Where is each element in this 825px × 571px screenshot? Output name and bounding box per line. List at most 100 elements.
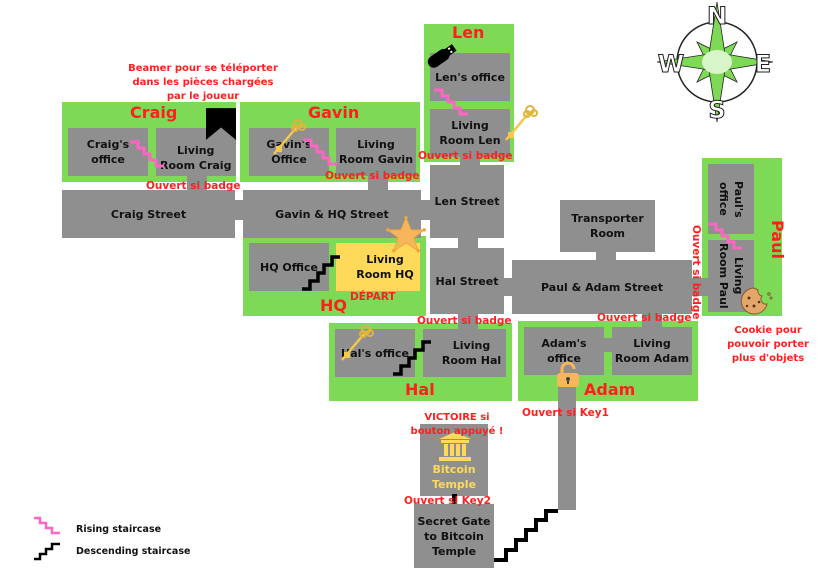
rising-staircase-icon: [130, 140, 164, 168]
cookie-note: Cookie pour pouvoir porter plus d'objets: [718, 324, 818, 366]
descending-staircase-icon: [494, 509, 558, 562]
key-icon: [505, 105, 538, 141]
cookie-line: plus d'objets: [731, 353, 805, 364]
door-label-adam: Ouvert si badge: [597, 312, 692, 324]
door-label-key1: Ouvert si Key1: [522, 407, 609, 419]
room-label: Room: [589, 227, 626, 240]
cookie-line: pouvoir porter: [727, 339, 809, 350]
descending-staircase-icon: [393, 340, 431, 376]
door-label-craig: Ouvert si badge: [146, 180, 241, 192]
room-adam-office: Adam's office: [524, 327, 604, 375]
street-hal: Hal Street: [430, 248, 504, 314]
descending-staircase-icon: [302, 255, 340, 291]
compass-w: W: [658, 50, 684, 78]
zone-label-len: Len: [452, 23, 485, 42]
zone-label-paul: Paul: [768, 220, 787, 259]
compass-e: E: [755, 50, 771, 78]
legend-rising-label: Rising staircase: [76, 524, 162, 535]
room-label: Hal's office: [341, 346, 409, 360]
room-label: Room Adam: [614, 352, 690, 365]
room-label: Living: [177, 144, 215, 157]
door-label-len: Ouvert si badge: [418, 150, 513, 162]
street-paul-adam: Paul & Adam Street: [512, 260, 692, 314]
zone-label-craig: Craig: [130, 103, 178, 122]
room-label: HQ Office: [260, 260, 318, 274]
door-label-hal: Ouvert si badge: [417, 315, 512, 327]
room-label: Temple: [431, 544, 477, 558]
compass-icon: N S W E: [656, 2, 774, 125]
beamer-icon: [206, 108, 236, 140]
room-label: office: [547, 352, 581, 365]
street-len: Len Street: [430, 165, 504, 238]
room-hq-office: HQ Office: [249, 243, 329, 291]
room-label: Room Paul: [717, 243, 730, 309]
room-label: Temple: [431, 478, 477, 491]
zone-label-adam: Adam: [584, 380, 636, 399]
compass-s: S: [708, 96, 725, 124]
room-label: Living: [452, 339, 491, 352]
room-label: Room HQ: [356, 268, 414, 281]
room-label: Office: [271, 153, 307, 166]
key-icon: [273, 119, 306, 155]
room-label: office: [717, 182, 730, 216]
rising-staircase-icon: [303, 138, 337, 166]
key-icon: [341, 325, 374, 361]
beamer-note: Beamer pour se téléporter dans les pièce…: [118, 62, 288, 104]
room-label: to Bitcoin: [424, 529, 484, 543]
depart-label: DÉPART: [350, 291, 396, 303]
room-label: Craig's: [86, 138, 130, 151]
street-craig: Craig Street: [62, 190, 235, 238]
victoire-line: bouton appuyé !: [410, 426, 504, 437]
room-label: Living: [451, 119, 489, 132]
beamer-note-line: par le joueur: [166, 91, 240, 102]
connector: [690, 278, 712, 296]
rising-staircase-icon: [434, 88, 468, 116]
victoire-note: VICTOIRE si bouton appuyé !: [402, 411, 512, 439]
room-label: Room Gavin: [338, 153, 414, 166]
door-label-gavin: Ouvert si badge: [325, 170, 420, 182]
connector: [235, 200, 245, 220]
room-label: Transporter: [571, 212, 644, 225]
cookie-line: Cookie pour: [734, 325, 802, 336]
connector: [458, 312, 478, 330]
connector: [458, 238, 478, 250]
room-label: Room Len: [439, 134, 501, 147]
connector: [558, 380, 576, 510]
compass-n: N: [707, 2, 727, 30]
door-label-paul: Ouvert si badge: [690, 225, 702, 320]
zone-label-hq: HQ: [320, 296, 347, 315]
legend-descending-staircase-icon: [34, 542, 60, 561]
connector: [420, 200, 432, 220]
door-label-key2: Ouvert si Key2: [404, 495, 491, 507]
room-label: Secret Gate: [417, 514, 491, 528]
legend-rising-staircase-icon: [34, 516, 60, 535]
rising-staircase-icon: [708, 222, 742, 250]
room-label: Living: [357, 138, 395, 151]
sheriff-star-icon: [386, 216, 426, 253]
room-label: Adam's: [541, 337, 587, 350]
room-label: Living: [366, 253, 404, 266]
victoire-line: VICTOIRE si: [424, 412, 490, 423]
room-label: Paul's: [732, 180, 745, 218]
zone-label-hal: Hal: [405, 380, 435, 399]
usb-stick-icon: [427, 44, 457, 68]
room-label: Living: [633, 337, 671, 350]
temple-icon: [439, 432, 471, 461]
room-label: Room Hal: [441, 354, 502, 367]
connector: [452, 494, 457, 504]
room-label: Room Craig: [160, 159, 232, 172]
beamer-note-line: Beamer pour se téléporter: [128, 63, 278, 74]
beamer-note-line: dans les pièces chargées: [132, 77, 274, 88]
room-label: Len's office: [435, 70, 505, 84]
